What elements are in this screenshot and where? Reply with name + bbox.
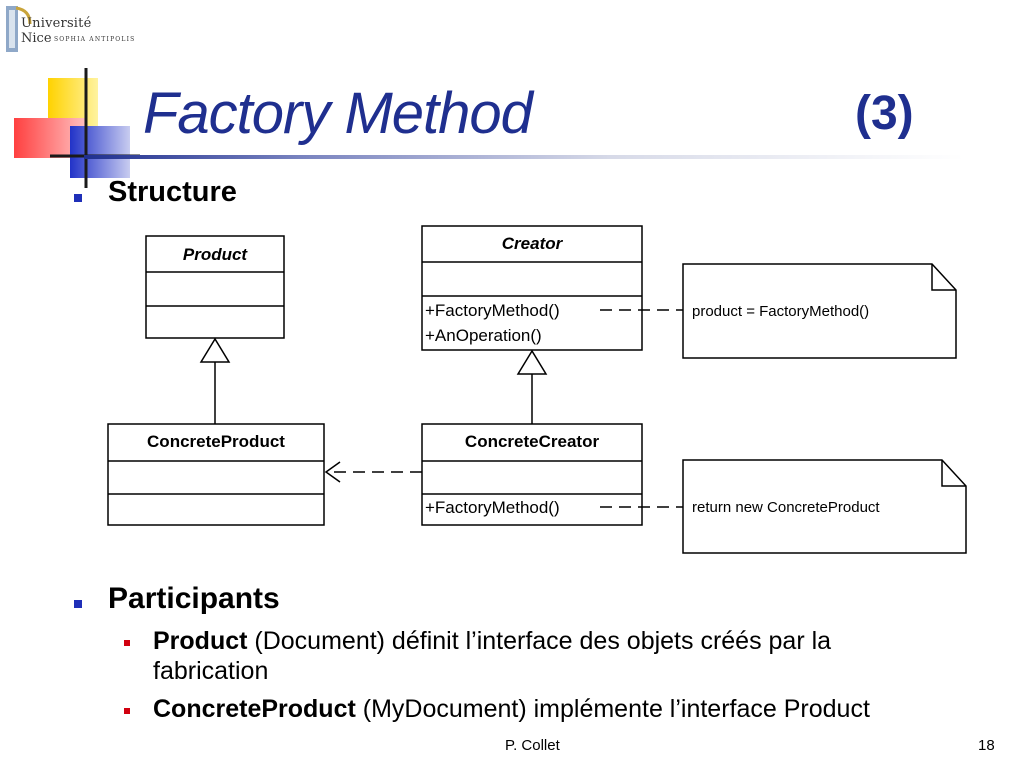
concretecreator-operation-factorymethod: +FactoryMethod()	[425, 498, 560, 517]
logo-text-sophia: SOPHIA ANTIPOLIS	[54, 36, 136, 43]
logo-text-universite: Université	[21, 16, 92, 31]
creator-operation-factorymethod: +FactoryMethod()	[425, 301, 560, 320]
logo-text-nice: Nice	[21, 31, 52, 46]
class-name-concreteproduct: ConcreteProduct	[147, 432, 285, 451]
participant-term: ConcreteProduct	[153, 695, 356, 723]
section-heading-participants: Participants	[108, 582, 280, 615]
class-name-product: Product	[183, 245, 249, 264]
bullet-square-icon	[74, 600, 82, 608]
note-return-new-concreteproduct: return new ConcreteProduct	[600, 459, 967, 554]
decorative-squares	[14, 68, 140, 188]
inheritance-arrow-creator	[516, 349, 548, 424]
note-text-return-new: return new ConcreteProduct	[692, 499, 880, 516]
section-heading-structure: Structure	[108, 176, 237, 208]
uml-class-diagram: Product Creator +FactoryMethod() +AnOper…	[107, 225, 967, 554]
participant-concreteproduct: ConcreteProduct (MyDocument) implémente …	[153, 694, 870, 724]
class-name-creator: Creator	[502, 234, 564, 253]
participant-description-continued: fabrication	[153, 657, 269, 685]
note-text-product-factorymethod: product = FactoryMethod()	[692, 303, 869, 320]
slide-title-number: (3)	[855, 87, 914, 140]
class-concretecreator: ConcreteCreator +FactoryMethod()	[421, 423, 643, 526]
bullet-square-icon	[74, 194, 82, 202]
sub-bullet-icon	[124, 708, 130, 714]
logo-mark-icon	[6, 6, 32, 52]
class-concreteproduct: ConcreteProduct	[107, 423, 325, 526]
university-logo: Université Nice SOPHIA ANTIPOLIS	[4, 4, 144, 54]
footer-page-number: 18	[978, 737, 995, 754]
creator-operation-anoperation: +AnOperation()	[425, 326, 542, 345]
sub-bullet-icon	[124, 640, 130, 646]
class-creator: Creator +FactoryMethod() +AnOperation()	[421, 225, 643, 351]
slide-title: Factory Method	[143, 81, 533, 146]
inheritance-arrow-product	[199, 337, 231, 424]
participant-product: Product (Document) définit l’interface d…	[153, 626, 973, 686]
title-underline	[84, 155, 964, 159]
class-name-concretecreator: ConcreteCreator	[465, 432, 600, 451]
participant-description: (Document) définit l’interface des objet…	[247, 627, 832, 655]
dependency-arrow-creates	[324, 461, 422, 483]
class-product: Product	[145, 235, 285, 339]
footer-author: P. Collet	[505, 737, 560, 754]
participant-term: Product	[153, 627, 248, 655]
note-product-factorymethod: product = FactoryMethod()	[600, 263, 957, 359]
participant-description: (MyDocument) implémente l’interface Prod…	[355, 695, 870, 723]
